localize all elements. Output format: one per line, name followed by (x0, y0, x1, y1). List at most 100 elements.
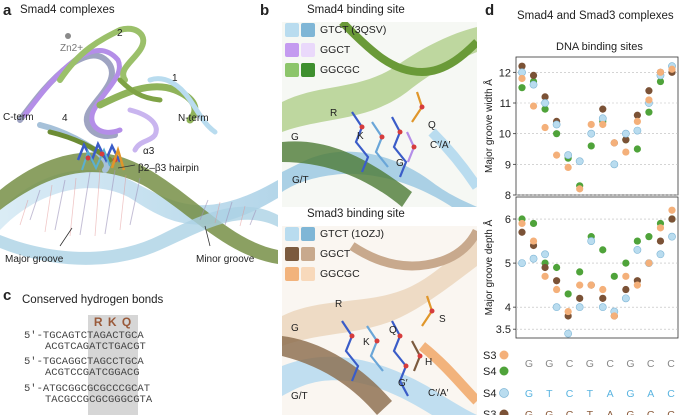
data-point (564, 329, 573, 338)
sequence-base: A (647, 388, 654, 400)
data-point (645, 96, 653, 104)
sequence-base: G (545, 409, 553, 415)
data-point (553, 263, 561, 272)
y-tick-label: 5 (505, 258, 511, 270)
data-point (587, 281, 595, 289)
smad3-binding-site-structure (282, 226, 477, 415)
b-top-g1-label: G (291, 132, 299, 143)
row-marker (499, 409, 509, 415)
data-point (552, 120, 561, 129)
data-point (610, 272, 618, 280)
data-point (599, 285, 607, 294)
panel-c-letter: c (3, 287, 12, 304)
c-term-label: C-term (3, 112, 34, 123)
smad3-legend-row: GTCT (1OZJ) (285, 226, 384, 242)
b-bottom-q-label: Q (389, 325, 397, 336)
row-tag: S4 (483, 388, 496, 400)
sequence-bottom-strand: ACGTCAGATCTGACGT (45, 341, 146, 353)
data-point (576, 294, 584, 302)
row-tag: S4 (483, 366, 496, 378)
b-top-gt-label: G/T (292, 175, 309, 186)
data-point (587, 120, 595, 129)
rkq-residues: R K Q (93, 315, 133, 329)
data-point (633, 126, 642, 135)
data-point (575, 303, 584, 312)
data-point (529, 237, 538, 245)
data-point (656, 77, 665, 86)
row-marker (499, 350, 509, 360)
y-tick-label: 12 (499, 67, 511, 79)
data-point (541, 250, 549, 259)
sequence-bottom-strand: TACGCCGCGCGGGCGTA (45, 394, 153, 406)
n-term-label: N-term (178, 113, 209, 124)
b-bottom-g2-label: G′ (398, 378, 408, 389)
smad3-legend-swatch (301, 227, 315, 241)
smad4-legend-row: GGCGC (285, 62, 360, 78)
sequence-base: C (566, 388, 574, 400)
panel-d-subtitle: DNA binding sites (556, 41, 643, 53)
data-point (518, 228, 526, 236)
data-point (599, 120, 607, 129)
data-point (541, 99, 549, 107)
row-tag: S3 (483, 409, 496, 415)
smad4-legend-swatch (301, 23, 315, 37)
data-point (529, 80, 538, 89)
data-point (529, 102, 538, 110)
b-bottom-ca-label: C′/A′ (428, 388, 449, 399)
data-point (552, 303, 561, 312)
smad4-legend-label: GTCT (3QSV) (320, 24, 387, 36)
zinc-label: Zn2+ (60, 43, 84, 54)
sequence-base: A (607, 409, 614, 415)
data-point (529, 219, 538, 228)
row-marker (499, 366, 509, 376)
data-point (529, 254, 538, 263)
dna-double-helix (0, 152, 278, 265)
smad3-legend-label: GTCT (1OZJ) (320, 228, 384, 240)
smad3-legend-swatch (285, 227, 299, 241)
b-bottom-s-label: S (439, 314, 446, 325)
smad3-legend-swatch (301, 247, 315, 261)
y-tick-label: 11 (500, 98, 511, 110)
sequence-base: G (626, 409, 634, 415)
b-top-g2-label: G (396, 158, 404, 169)
data-point (633, 145, 641, 153)
conserved-column-shade (88, 315, 138, 415)
sequence-base: G (626, 358, 634, 370)
sequence-bottom-strand: ACGTCCGATCGGACG (45, 367, 140, 379)
data-point (656, 237, 665, 245)
helix-2-label: 2 (117, 28, 123, 39)
data-point (564, 151, 573, 160)
data-point (599, 105, 607, 113)
sequence-base: T (587, 409, 594, 415)
zinc-ion-marker (65, 33, 71, 39)
data-point (587, 142, 595, 150)
sequence-top-strand: 5′-TGCAGTCTAGACTGCA (24, 330, 144, 342)
data-point (656, 250, 665, 259)
data-point (633, 117, 641, 125)
smad4-legend-swatch (301, 63, 315, 77)
sequence-base: C (667, 409, 675, 415)
panel-b-letter: b (260, 2, 270, 19)
data-point (518, 219, 526, 228)
data-point (587, 237, 596, 245)
sequence-base: G (525, 409, 533, 415)
data-point (668, 232, 676, 241)
data-point (599, 294, 607, 302)
panel-d-letter: d (485, 2, 495, 19)
data-point (668, 215, 676, 223)
data-point (553, 277, 561, 285)
data-point (541, 272, 549, 280)
data-point (645, 108, 653, 116)
plot-frame (515, 196, 679, 339)
data-point (645, 233, 653, 241)
data-point (564, 307, 572, 316)
row-tag: S3 (483, 350, 496, 362)
data-point (610, 312, 618, 320)
panel-a-title: Smad4 complexes (20, 4, 115, 16)
data-point (598, 114, 607, 123)
sequence-base: C (667, 358, 675, 370)
data-point (575, 157, 584, 166)
data-point (645, 259, 653, 267)
data-point (564, 290, 572, 298)
panel-b-top-title: Smad4 binding site (307, 4, 405, 16)
